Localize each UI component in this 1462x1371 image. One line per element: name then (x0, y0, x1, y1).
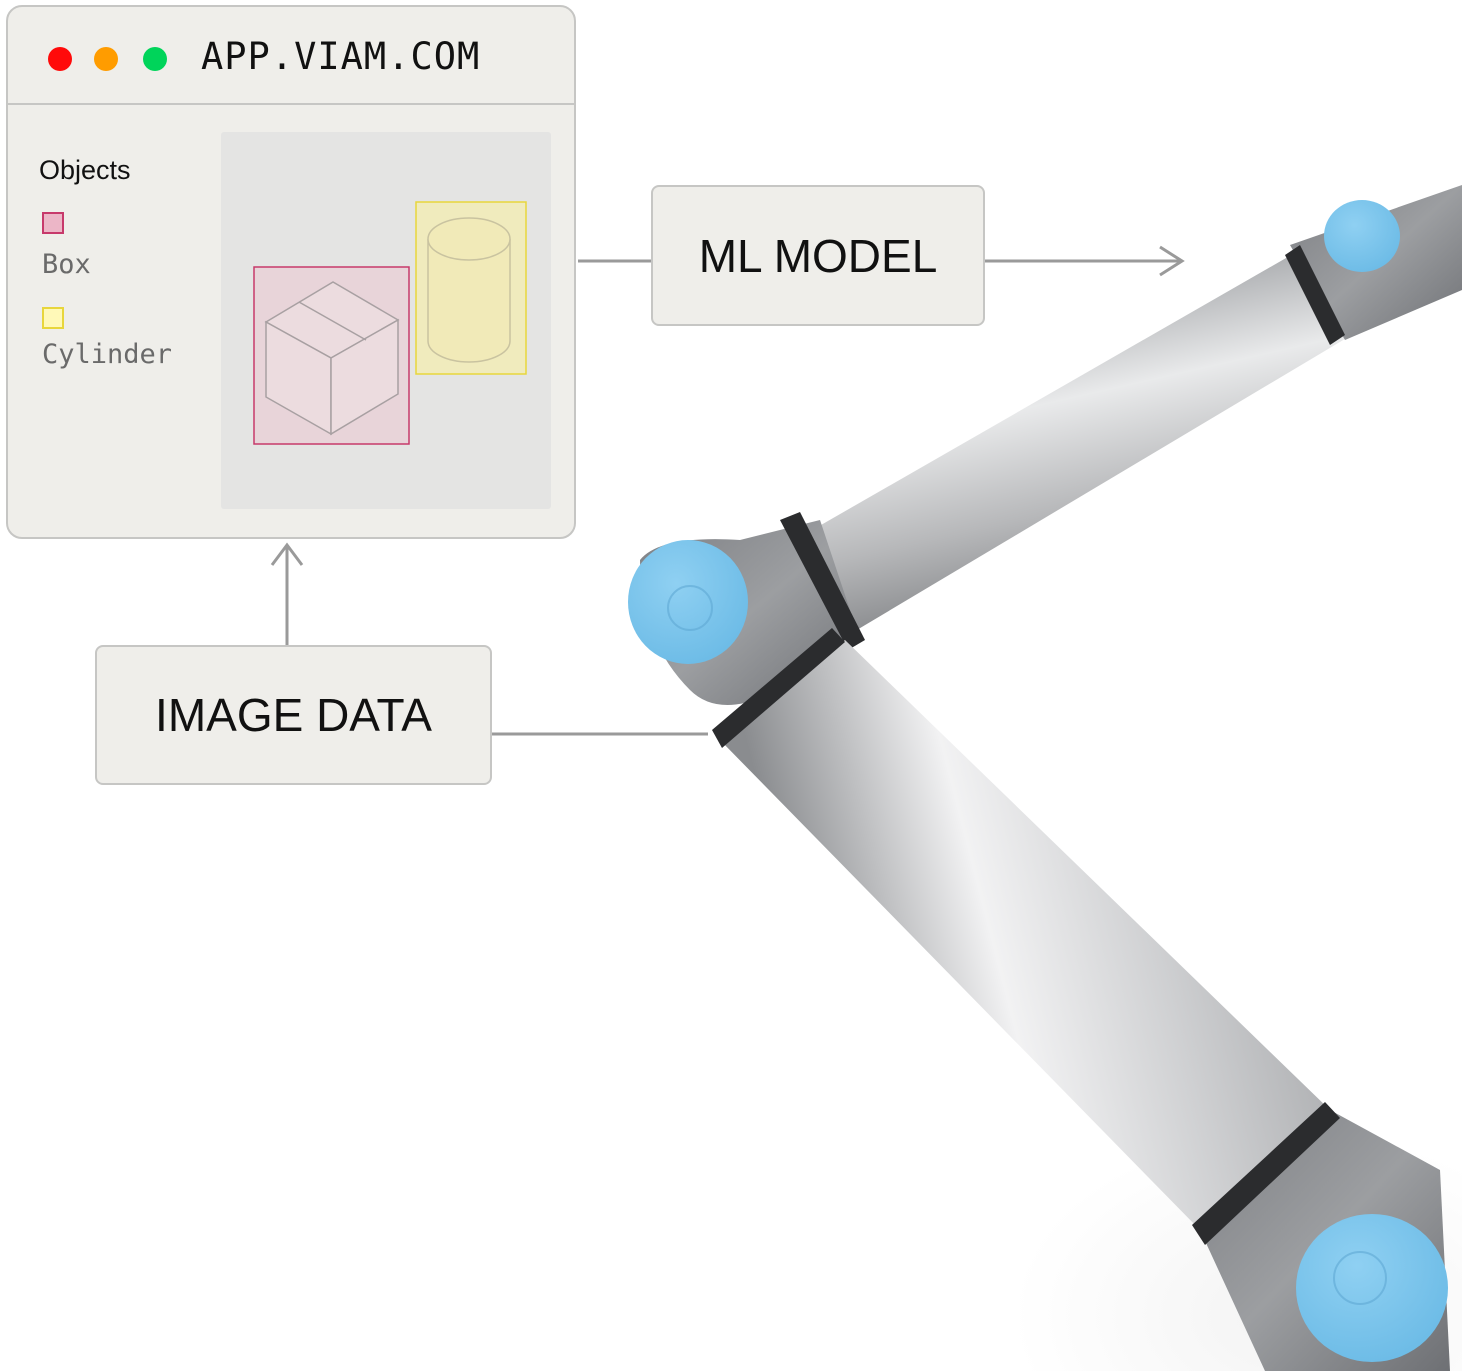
objects-title: Objects (39, 155, 131, 185)
window-titlebar: APP.VIAM.COM (8, 7, 574, 105)
elbow-joint-cap (628, 540, 748, 664)
box-icon (264, 281, 400, 436)
shoulder-joint-cap (1296, 1214, 1448, 1362)
box-legend-label: Box (42, 249, 91, 280)
image-data-box: IMAGE DATA (95, 645, 492, 785)
box-detection (253, 266, 410, 445)
close-window-dot[interactable] (48, 47, 72, 71)
maximize-window-dot[interactable] (143, 47, 167, 71)
cylinder-legend-label: Cylinder (42, 339, 173, 370)
window-url: APP.VIAM.COM (201, 35, 481, 78)
image-data-label: IMAGE DATA (155, 689, 432, 741)
ml-model-label: ML MODEL (698, 229, 938, 282)
ml-output-arrow (985, 245, 1185, 277)
minimize-window-dot[interactable] (94, 47, 118, 71)
app-window: APP.VIAM.COM Objects Box Cylinder (6, 5, 576, 539)
wrist-joint-cap (1324, 200, 1400, 272)
ml-model-box: ML MODEL (651, 185, 985, 326)
image-data-up-arrow (270, 542, 304, 645)
cylinder-legend-swatch (42, 307, 64, 329)
cylinder-icon (427, 217, 511, 363)
image-viewer (221, 132, 551, 509)
cylinder-detection (415, 201, 527, 375)
box-legend-swatch (42, 212, 64, 234)
